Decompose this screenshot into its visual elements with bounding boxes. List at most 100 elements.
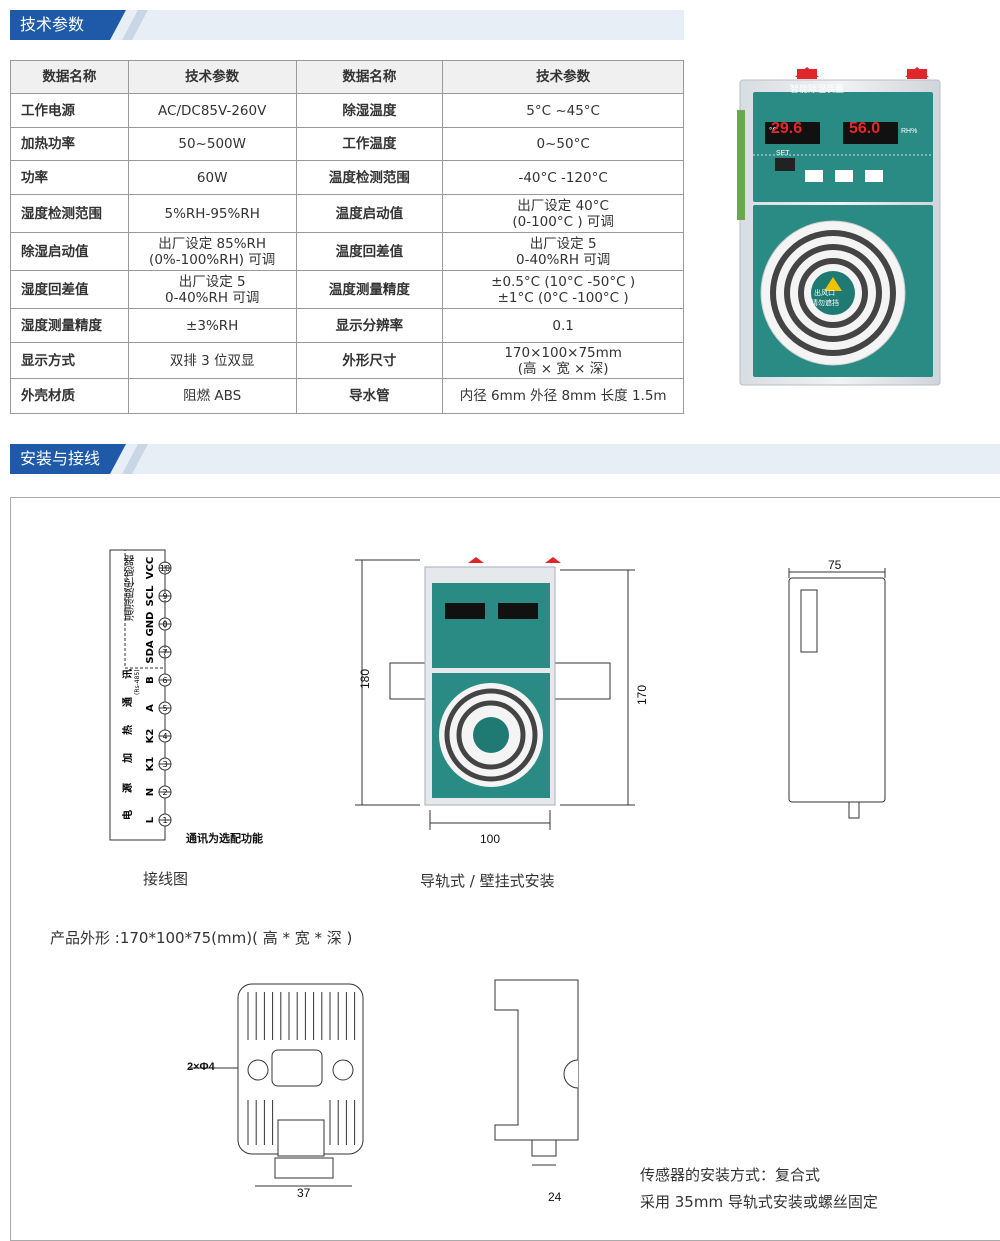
param-name: 导水管: [295, 378, 444, 414]
param-value: 内径 6mm 外径 8mm 长度 1.5m: [442, 378, 684, 414]
param-value: 阻燃 ABS: [127, 378, 297, 414]
terminal-signal: N: [145, 788, 156, 796]
param-value: 出厂设定 40°C (0-100°C ) 可调: [442, 194, 684, 233]
install-note-2: 采用 35mm 导轨式安装或螺丝固定: [640, 1193, 878, 1211]
column-header: 技术参数: [127, 60, 297, 94]
section-header-specs: 技术参数: [10, 10, 684, 40]
param-value: -40°C -120°C: [442, 160, 684, 195]
terminal-signal: K1: [145, 757, 156, 772]
device-title: 智能除湿装置: [790, 84, 845, 94]
dim-24: 24: [548, 1190, 562, 1204]
terminal-group-label: 加: [121, 753, 134, 764]
param-value: 0.1: [442, 308, 684, 343]
param-value: 出厂设定 5 0-40%RH 可调: [442, 232, 684, 271]
param-name: 温度回差值: [295, 232, 444, 271]
section-title: 技术参数: [10, 10, 126, 40]
terminal-signal: GND: [145, 612, 156, 637]
param-value: AC/DC85V-260V: [127, 93, 297, 128]
device-temp-unit: °C: [769, 126, 778, 135]
dim-170: 170: [635, 684, 650, 706]
dim-100: 100: [480, 832, 501, 846]
column-header: 数据名称: [10, 60, 129, 94]
terminal-group-label: 通: [122, 697, 134, 707]
terminal-signal: A: [145, 704, 156, 712]
dim-75: 75: [828, 558, 842, 572]
terminal-group-label: 电: [121, 810, 134, 820]
param-name: 工作电源: [10, 93, 129, 128]
rs485-label: (Rs-485): [134, 669, 141, 695]
install-note-1: 传感器的安装方式：复合式: [640, 1166, 821, 1184]
device-photo: [737, 67, 941, 386]
param-name: 加热功率: [10, 127, 129, 161]
table-row: 除湿启动值出厂设定 85%RH (0%-100%RH) 可调温度回差值出厂设定 …: [10, 232, 684, 271]
fan-label-1: 出风口: [814, 290, 835, 297]
param-name: 显示方式: [10, 342, 129, 379]
param-value: 170×100×75mm (高 × 宽 × 深): [442, 342, 684, 379]
param-value: 出厂设定 5 0-40%RH 可调: [127, 270, 297, 309]
device-humid-unit: RH%: [901, 128, 918, 135]
param-value: 50~500W: [127, 127, 297, 161]
terminal-group-label: 热: [121, 725, 134, 735]
terminal-signal: L: [145, 816, 156, 823]
terminal-group-label: 源: [121, 783, 134, 793]
side-view: [788, 568, 886, 819]
sensor-drawing: VCCSCLGNDSDA: [190, 983, 364, 1187]
section-header-install: 安装与接线: [10, 444, 1000, 474]
table-header-row: 数据名称技术参数数据名称技术参数: [10, 60, 684, 94]
terminal-signal: B: [145, 676, 156, 684]
terminal-signal: VCC: [145, 557, 156, 579]
sensor-group-label: 温湿度传感器: [124, 555, 136, 621]
rail-profile: [494, 979, 579, 1166]
param-name: 外壳材质: [10, 378, 129, 414]
param-value: ±0.5°C (10°C -50°C ) ±1°C (0°C -100°C ): [442, 270, 684, 309]
param-name: 湿度测量精度: [10, 308, 129, 343]
param-name: 除湿启动值: [10, 232, 129, 271]
param-name: 湿度检测范围: [10, 194, 129, 233]
fan-label-2: 请勿遮挡: [811, 300, 839, 307]
product-size: 产品外形 :170*100*75(mm)( 高 * 宽 * 深 ): [50, 929, 353, 947]
param-value: ±3%RH: [127, 308, 297, 343]
param-name: 功率: [10, 160, 129, 195]
mount-caption: 导轨式 / 壁挂式安装: [420, 872, 555, 890]
hole-label: 2×Φ4: [187, 1061, 215, 1073]
dim-37: 37: [297, 1186, 311, 1200]
param-value: 5°C ~45°C: [442, 93, 684, 128]
device-humid-display: 56.0: [849, 120, 881, 137]
param-value: 出厂设定 85%RH (0%-100%RH) 可调: [127, 232, 297, 271]
device-btn-set: SET: [776, 150, 790, 157]
column-header: 数据名称: [295, 60, 444, 94]
device-temp-display: 29.6: [771, 120, 803, 137]
param-value: 60W: [127, 160, 297, 195]
terminal-group-label: 讯: [121, 669, 134, 679]
param-name: 工作温度: [295, 127, 444, 161]
param-name: 温度测量精度: [295, 270, 444, 309]
column-header: 技术参数: [442, 60, 684, 94]
wiring-note: 通讯为选配功能: [186, 833, 263, 845]
param-name: 温度检测范围: [295, 160, 444, 195]
wiring-diagram: 1L2N3K14K25A6B7SDA8GND9SCL10VCC电源加热通讯(Rs…: [109, 549, 172, 841]
param-value: 双排 3 位双显: [127, 342, 297, 379]
terminal-signal: SDA: [145, 640, 156, 664]
param-value: 5%RH-95%RH: [127, 194, 297, 233]
param-name: 湿度回差值: [10, 270, 129, 309]
mount-diagram: [355, 557, 635, 830]
dim-180: 180: [358, 668, 373, 690]
wiring-caption: 接线图: [143, 870, 189, 888]
param-name: 外形尺寸: [295, 342, 444, 379]
section-title: 安装与接线: [10, 444, 126, 474]
table-row: 湿度回差值出厂设定 5 0-40%RH 可调温度测量精度±0.5°C (10°C…: [10, 270, 684, 309]
terminal-signal: K2: [145, 729, 156, 744]
param-name: 显示分辨率: [295, 308, 444, 343]
param-name: 温度启动值: [295, 194, 444, 233]
terminal-signal: SCL: [145, 585, 156, 607]
param-value: 0~50°C: [442, 127, 684, 161]
param-name: 除湿温度: [295, 93, 444, 128]
